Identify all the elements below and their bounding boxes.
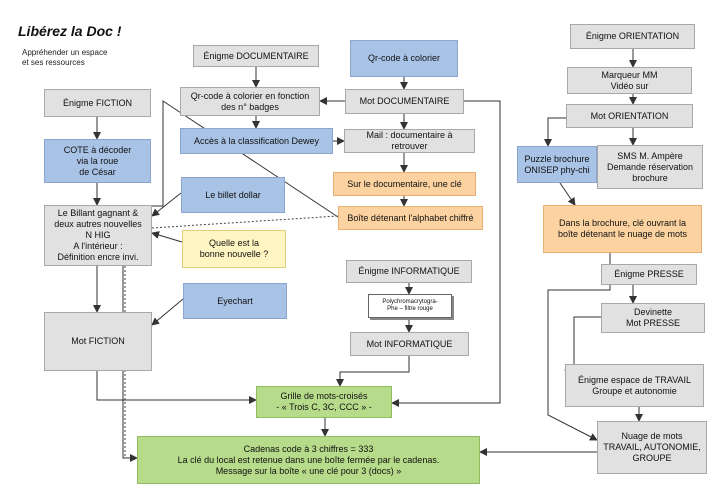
arrow-puzzle-to-brochure bbox=[559, 182, 576, 206]
node-enigme-travail: Énigme espace de TRAVAIL Groupe et auton… bbox=[565, 364, 704, 407]
dotted-connector bbox=[151, 215, 339, 229]
node-brochure-cle: Dans la brochure, clé ouvrant la boîte d… bbox=[543, 205, 702, 253]
node-enigme-orientation: Énigme ORIENTATION bbox=[570, 24, 695, 49]
node-mot-documentaire: Mot DOCUMENTAIRE bbox=[345, 89, 464, 114]
arrow-boite-to-billant bbox=[152, 100, 339, 218]
node-cote-decoder: COTE à décoder via la roue de César bbox=[44, 139, 151, 183]
node-eyechart: Eyechart bbox=[183, 283, 287, 319]
node-bonne-nouvelle: Quelle est la bonne nouvelle ? bbox=[182, 230, 286, 268]
node-enigme-documentaire: Énigme DOCUMENTAIRE bbox=[193, 45, 319, 67]
node-boite-alphabet: Boîte détenant l'alphabet chiffré bbox=[338, 206, 483, 230]
arrow-mot-doc-to-grille bbox=[391, 100, 501, 407]
node-enigme-fiction: Énigme FICTION bbox=[44, 89, 151, 117]
page-subtitle: Appréhender un espace et ses ressources bbox=[22, 48, 108, 67]
node-billet-dollar: Le billet dollar bbox=[181, 177, 285, 213]
arrow-eyechart-to-mot-fiction bbox=[151, 298, 184, 326]
node-enigme-presse: Énigme PRESSE bbox=[601, 264, 697, 285]
node-sur-documentaire: Sur le documentaire, une clé bbox=[333, 172, 476, 196]
arrow-billet-to-billant bbox=[151, 192, 182, 217]
node-sms: SMS M. Ampère Demande réservation brochu… bbox=[597, 145, 703, 189]
page-title: Libérez la Doc ! bbox=[18, 23, 122, 39]
arrow-bonne-nouvelle-to-billant bbox=[151, 231, 183, 243]
arrow-devinette-to-travail bbox=[564, 316, 601, 374]
node-billant: Le Billant gagnant & deux autres nouvell… bbox=[44, 205, 152, 266]
node-grille: Grille de mots-croisés - « Trois C, 3C, … bbox=[256, 386, 392, 418]
arrow-fiction-side-to-cadenas bbox=[122, 230, 138, 462]
node-puzzle: Puzzle brochure ONISEP phy-chi bbox=[517, 146, 597, 183]
arrow-mot-orient-left bbox=[544, 117, 566, 147]
node-enigme-informatique: Énigme INFORMATIQUE bbox=[346, 260, 472, 283]
node-qr-colorier: Qr-code à colorier bbox=[350, 40, 458, 77]
node-devinette: Devinette Mot PRESSE bbox=[601, 303, 705, 333]
node-polychro: Polychromacrytogra- Phe – filtre rouge bbox=[368, 294, 452, 318]
node-acces-dewey: Accès à la classification Dewey bbox=[180, 128, 333, 154]
node-qr-badges: Qr-code à colorier en fonction des n° ba… bbox=[180, 87, 320, 116]
node-nuage: Nuage de mots TRAVAIL, AUTONOMIE, GROUPE bbox=[597, 421, 707, 474]
node-mot-orientation: Mot ORIENTATION bbox=[566, 104, 693, 128]
node-mail-documentaire: Mail : documentaire à retrouver bbox=[344, 129, 475, 153]
node-cadenas: Cadenas code à 3 chiffres = 333 La clé d… bbox=[137, 436, 480, 484]
node-mot-informatique: Mot INFORMATIQUE bbox=[350, 332, 469, 356]
arrow-mot-fiction-to-grille bbox=[96, 371, 257, 404]
node-marqueur: Marqueur MM Vidéo sur bbox=[567, 67, 692, 94]
node-mot-fiction: Mot FICTION bbox=[44, 312, 152, 371]
arrow-mot-info-to-grille bbox=[336, 356, 410, 387]
